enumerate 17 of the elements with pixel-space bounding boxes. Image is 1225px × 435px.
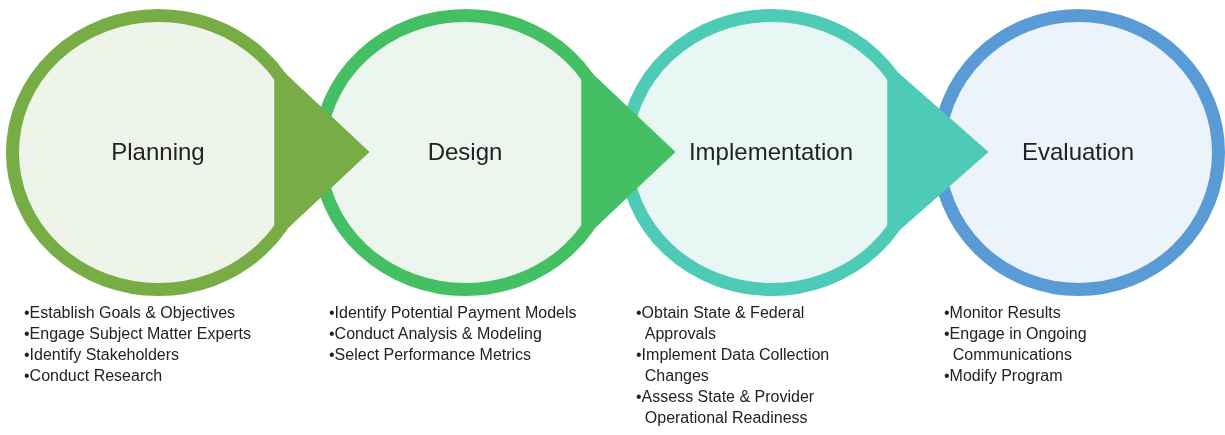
task-bullet: •Engage Subject Matter Experts <box>24 324 253 344</box>
task-bullet: •Obtain State & Federal Approvals <box>636 303 806 344</box>
task-bullet: •Modify Program <box>944 366 1064 386</box>
task-bullet: •Engage in Ongoing Communications <box>944 324 1088 365</box>
task-bullet: •Monitor Results <box>944 303 1062 323</box>
stage-title: Implementation <box>687 138 855 166</box>
task-bullet: •Establish Goals & Objectives <box>24 303 237 323</box>
task-bullet: •Assess State & Provider Operational Readiness <box>636 387 816 428</box>
stage-title: Planning <box>110 138 206 166</box>
task-bullet: •Identify Stakeholders <box>24 345 181 365</box>
stage-title: Evaluation <box>1020 138 1136 166</box>
task-bullet: •Conduct Research <box>24 366 164 386</box>
task-bullet: •Implement Data Collection Changes <box>636 345 831 386</box>
task-bullet: •Select Performance Metrics <box>329 345 533 365</box>
stage-title: Design <box>426 138 504 166</box>
task-bullet: •Identify Potential Payment Models <box>329 303 578 323</box>
task-bullet: •Conduct Analysis & Modeling <box>329 324 543 344</box>
